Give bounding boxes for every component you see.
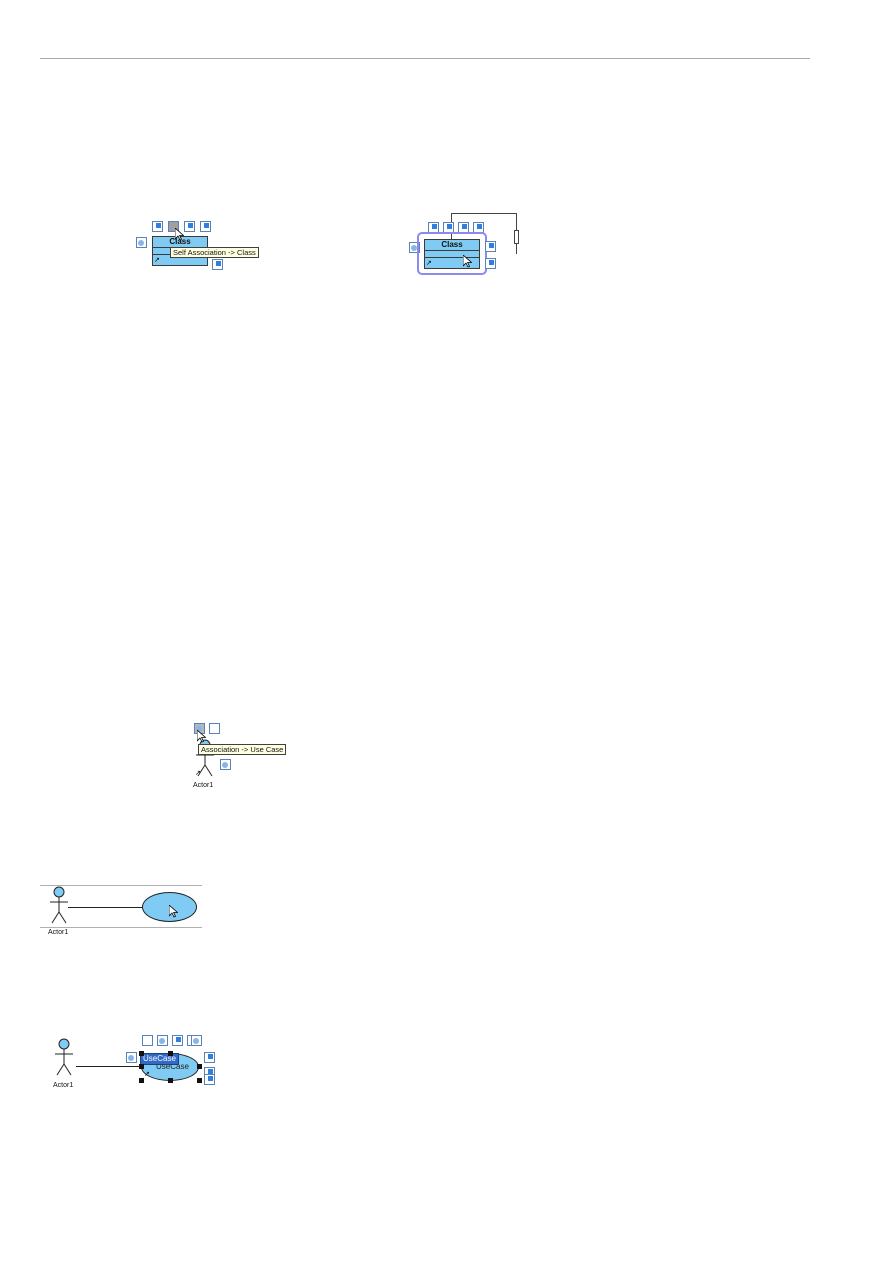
resize-icon[interactable]: ↗	[195, 770, 201, 777]
figure-class-self-association-result: Class ↗	[405, 210, 530, 280]
resource-catalog-icon[interactable]	[409, 242, 420, 253]
class-attributes-compartment	[425, 251, 479, 258]
actor-figure[interactable]	[52, 1037, 76, 1081]
frame-bottom-line	[40, 927, 202, 928]
resize-icon[interactable]: ↗	[144, 1071, 150, 1078]
resource-catalog-icon[interactable]	[136, 237, 147, 248]
connector-tooltip: Self Association -> Class	[170, 247, 259, 258]
figure-actor-association: ↗ Actor1 Association -> Use Case	[185, 718, 295, 796]
self-association-icon[interactable]	[168, 221, 179, 232]
generalization-icon[interactable]	[172, 1035, 183, 1046]
include-icon[interactable]	[157, 1035, 168, 1046]
association-line	[68, 907, 144, 908]
usecase-name-editor[interactable]: UseCase	[140, 1053, 179, 1065]
class-name: Class	[425, 240, 479, 251]
actor-name: Actor1	[193, 782, 214, 789]
generalization-icon[interactable]	[212, 259, 223, 270]
resource-catalog-icon[interactable]	[126, 1052, 137, 1063]
connector-tooltip: Association -> Use Case	[198, 744, 287, 755]
class-shape[interactable]: Class	[424, 239, 480, 269]
figure-usecase-name-edit: Actor1 UseCase UseCase ↗	[45, 1032, 220, 1097]
dependency-icon[interactable]	[204, 1074, 215, 1085]
resize-icon[interactable]: ↗	[426, 260, 432, 267]
actor-name: Actor1	[53, 1082, 74, 1089]
generalization-icon[interactable]	[204, 1052, 215, 1063]
selection-handle-w[interactable]	[139, 1064, 144, 1069]
resize-icon[interactable]: ↗	[154, 257, 160, 264]
selection-handle-s[interactable]	[168, 1078, 173, 1083]
figure-class-self-association: Class ↗ Self Association -> Class	[130, 215, 270, 275]
association-icon[interactable]	[152, 221, 163, 232]
page-header-rule	[40, 58, 810, 59]
resource-catalog-icon[interactable]	[220, 759, 231, 770]
extend-icon[interactable]	[142, 1035, 153, 1046]
composition-icon[interactable]	[200, 221, 211, 232]
selection-handle-se[interactable]	[197, 1078, 202, 1083]
selection-handle-nw[interactable]	[139, 1051, 144, 1056]
actor-generalization-icon[interactable]	[209, 723, 220, 734]
selection-handle-e[interactable]	[197, 1064, 202, 1069]
aggregation-icon[interactable]	[184, 221, 195, 232]
selection-handle-sw[interactable]	[139, 1078, 144, 1083]
usecase-name: UseCase	[156, 1062, 189, 1071]
generalization-icon[interactable]	[485, 241, 496, 252]
selection-handle-n[interactable]	[168, 1051, 173, 1056]
connector-end-marker	[514, 230, 519, 244]
selection-outline	[417, 232, 487, 275]
association-line	[76, 1066, 142, 1067]
actor-figure[interactable]	[47, 885, 71, 929]
usecase-association-icon[interactable]	[191, 1035, 202, 1046]
actor-name: Actor1	[48, 929, 69, 936]
figure-actor-usecase-drag: Actor1	[40, 883, 205, 941]
frame-top-line	[40, 885, 202, 886]
dependency-icon[interactable]	[485, 258, 496, 269]
